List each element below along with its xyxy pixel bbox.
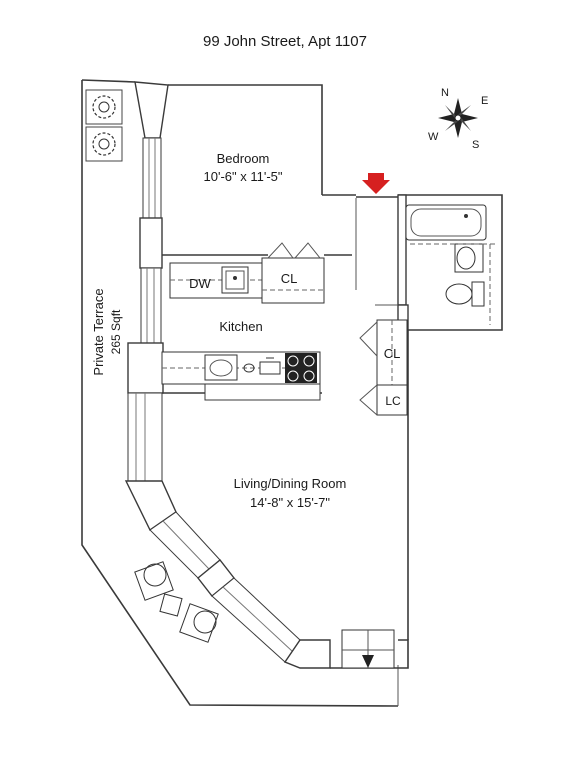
plan-title: 99 John Street, Apt 1107 — [203, 33, 367, 50]
kitchen-name: Kitchen — [219, 319, 262, 334]
stove-icon — [285, 353, 317, 383]
compass-e: E — [481, 95, 488, 107]
bedroom-size: 10'-6" x 11'-5" — [204, 169, 283, 184]
entry-arrow-icon — [362, 173, 390, 194]
chair-icon — [134, 561, 219, 643]
terrace-table — [159, 593, 183, 617]
bedroom-closet-label: CL — [281, 271, 298, 286]
exterior-wall — [124, 81, 331, 669]
compass-rose-icon — [438, 98, 478, 138]
hall-closet-label: CL — [384, 346, 401, 361]
kitchen-upper-counter — [169, 262, 263, 299]
bedroom-closet — [261, 242, 325, 304]
living-name: Living/Dining Room — [234, 476, 347, 491]
sink-icon — [454, 243, 484, 273]
living-size: 14'-8" x 15'-7" — [250, 495, 330, 510]
interior-walls — [162, 84, 503, 669]
terrace-name: Private Terrace — [91, 288, 106, 375]
compass-w: W — [428, 131, 439, 143]
terrace — [81, 79, 399, 707]
bathtub-icon — [405, 204, 487, 241]
hall-closet — [359, 319, 408, 416]
dishwasher-label: DW — [189, 276, 211, 291]
linen-closet-label: LC — [385, 394, 401, 408]
terrace-size: 265 Sqft — [109, 309, 123, 354]
living-cabinet — [341, 629, 395, 669]
planter-icon — [85, 89, 123, 162]
compass-n: N — [441, 87, 449, 99]
bedroom-name: Bedroom — [217, 151, 270, 166]
toilet-icon — [445, 281, 485, 307]
compass-s: S — [472, 139, 479, 151]
